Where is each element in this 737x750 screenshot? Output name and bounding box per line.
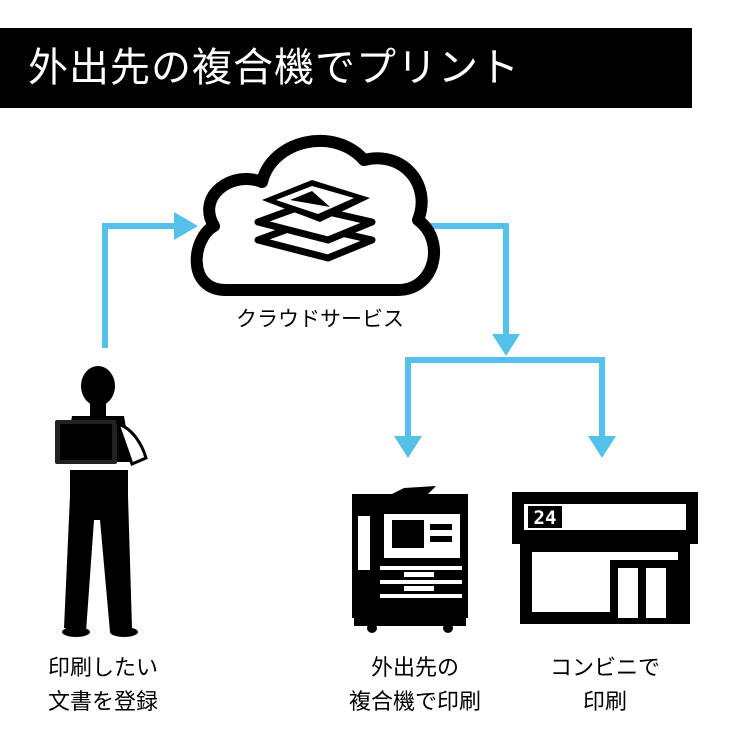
businessman-laptop-icon <box>55 366 148 637</box>
arrow-heads <box>174 212 616 458</box>
store-sign-text: 24 <box>534 507 557 529</box>
user-label-line-1: 印刷したい <box>47 656 158 681</box>
user-label: 印刷したい 文書を登録 <box>18 652 188 720</box>
title-bar: 外出先の複合機でプリント <box>0 28 692 108</box>
arrow-cloud-to-split <box>420 223 509 336</box>
arrow-user-to-cloud <box>102 223 176 348</box>
multifunction-printer-icon <box>352 486 468 633</box>
flow-arrows <box>102 223 605 442</box>
arrowhead-down-center <box>492 334 520 356</box>
convenience-store-icon: 24 <box>512 492 698 624</box>
user-label-line-2: 文書を登録 <box>47 690 158 715</box>
printer-label-line-1: 外出先の <box>370 656 459 681</box>
page-title: 外出先の複合機でプリント <box>28 45 520 91</box>
convenience-store-label: コンビニで 印刷 <box>520 652 690 720</box>
arrowhead-down-left <box>394 436 422 458</box>
cloud-label: クラウドサービス <box>236 307 404 331</box>
arrowhead-down-right <box>588 436 616 458</box>
cloud-documents-icon <box>190 134 440 296</box>
convenience-store-label-line-1: コンビニで <box>549 656 660 681</box>
printer-label-line-2: 複合機で印刷 <box>348 690 481 715</box>
arrow-split-branch <box>405 357 605 442</box>
arrowhead-right <box>174 212 198 240</box>
printer-label: 外出先の 複合機で印刷 <box>330 652 500 720</box>
convenience-store-label-line-2: 印刷 <box>582 690 627 715</box>
